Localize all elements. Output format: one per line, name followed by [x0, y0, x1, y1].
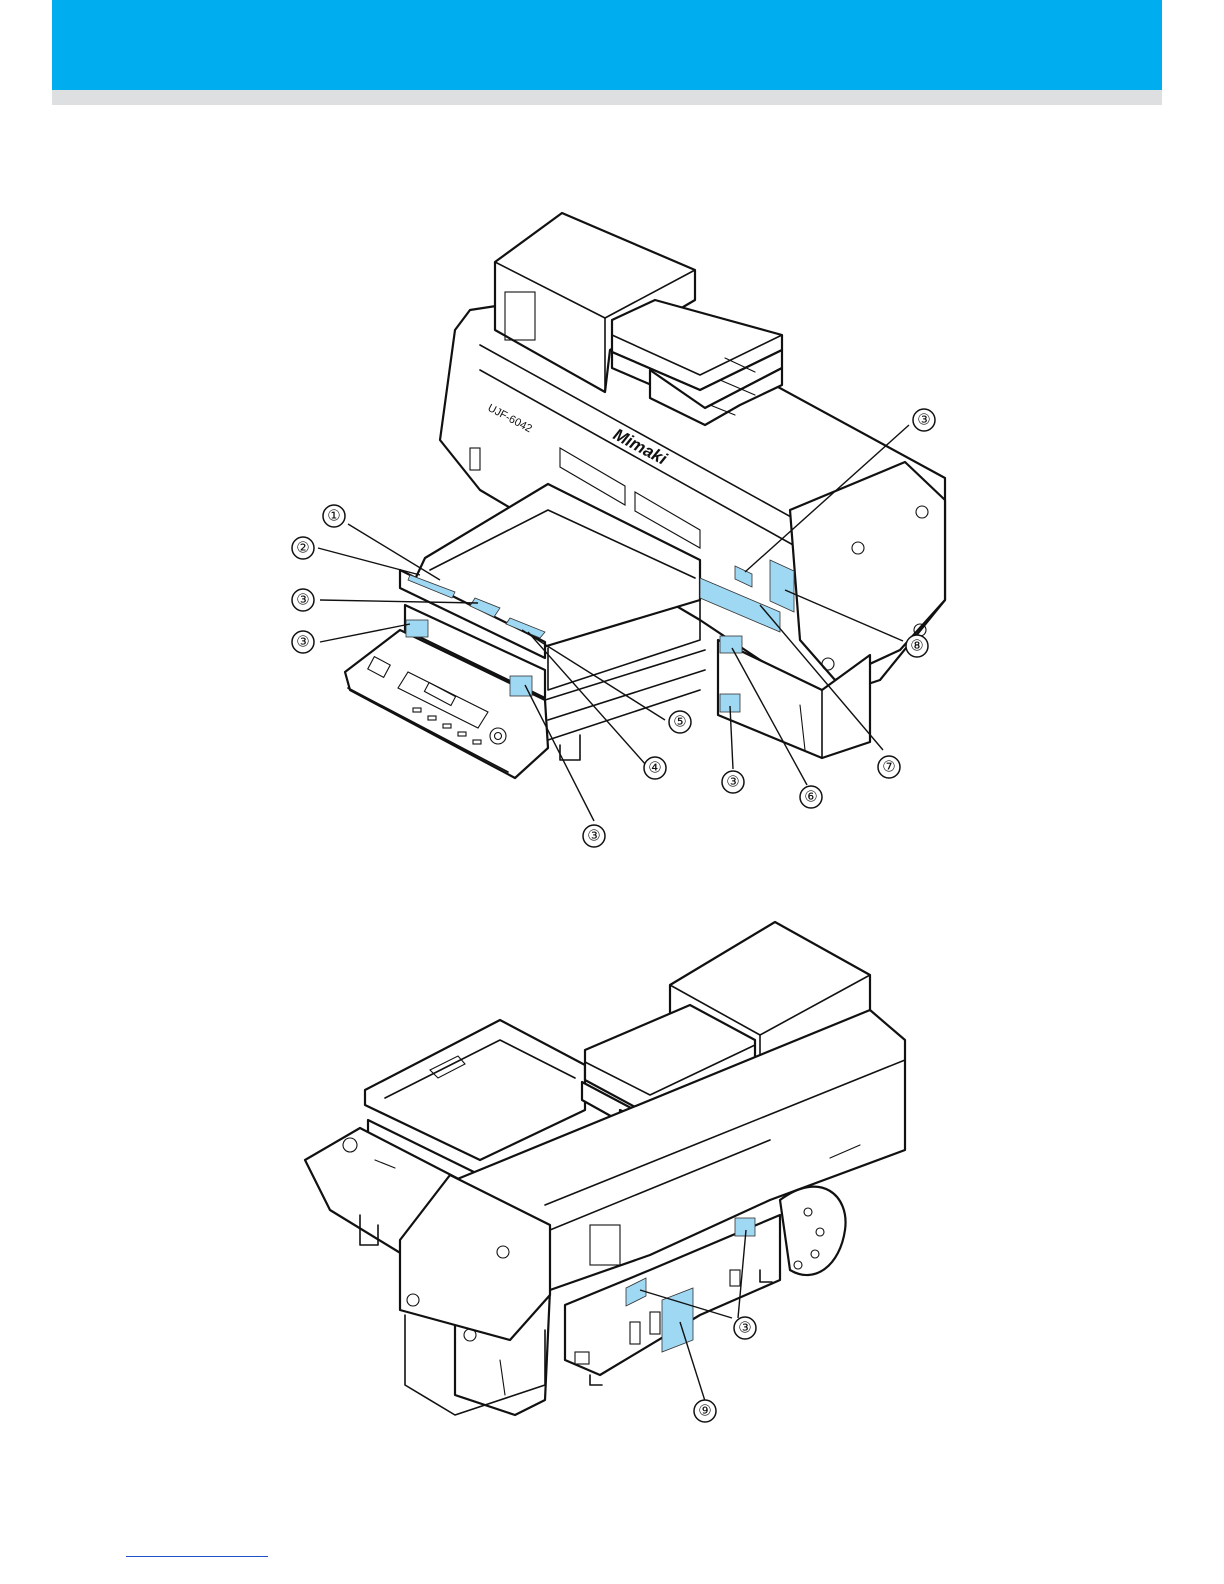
svg-text:②: ② [296, 540, 309, 557]
callout-label-3-cover: ③ [913, 409, 935, 431]
svg-text:③: ③ [726, 774, 739, 791]
svg-text:⑥: ⑥ [804, 789, 817, 806]
svg-text:③: ③ [296, 634, 309, 651]
callout-label-3-front: ③ [292, 631, 314, 653]
printer-front-view: Mimaki UJF-6042 [0, 200, 1224, 860]
svg-text:③: ③ [738, 1320, 751, 1337]
callout-label-7: ⑦ [878, 756, 900, 778]
svg-text:③: ③ [296, 592, 309, 609]
callout-label-1: ① [323, 505, 345, 527]
svg-text:③: ③ [917, 412, 930, 429]
printer-rear-view: ③ ⑨ [0, 915, 1224, 1435]
callout-label-5: ⑤ [669, 711, 691, 733]
callout-label-4: ④ [644, 757, 666, 779]
svg-text:⑤: ⑤ [673, 714, 686, 731]
svg-text:⑦: ⑦ [882, 759, 895, 776]
callout-label-9: ⑨ [694, 1400, 716, 1422]
svg-text:①: ① [327, 508, 340, 525]
callout-label-2: ② [292, 537, 314, 559]
callout-label-3-cabinet: ③ [722, 771, 744, 793]
callout-label-3-panel: ③ [583, 825, 605, 847]
svg-text:④: ④ [648, 760, 661, 777]
svg-text:③: ③ [587, 828, 600, 845]
svg-text:⑧: ⑧ [910, 638, 923, 655]
callout-label-3-table: ③ [292, 589, 314, 611]
header-band [52, 0, 1162, 90]
header-rule [52, 90, 1162, 105]
callout-label-8: ⑧ [906, 635, 928, 657]
footer-link-underline[interactable] [126, 1556, 268, 1557]
svg-text:⑨: ⑨ [698, 1403, 711, 1420]
callout-label-6: ⑥ [800, 786, 822, 808]
callout-label-3-rear: ③ [734, 1317, 756, 1339]
